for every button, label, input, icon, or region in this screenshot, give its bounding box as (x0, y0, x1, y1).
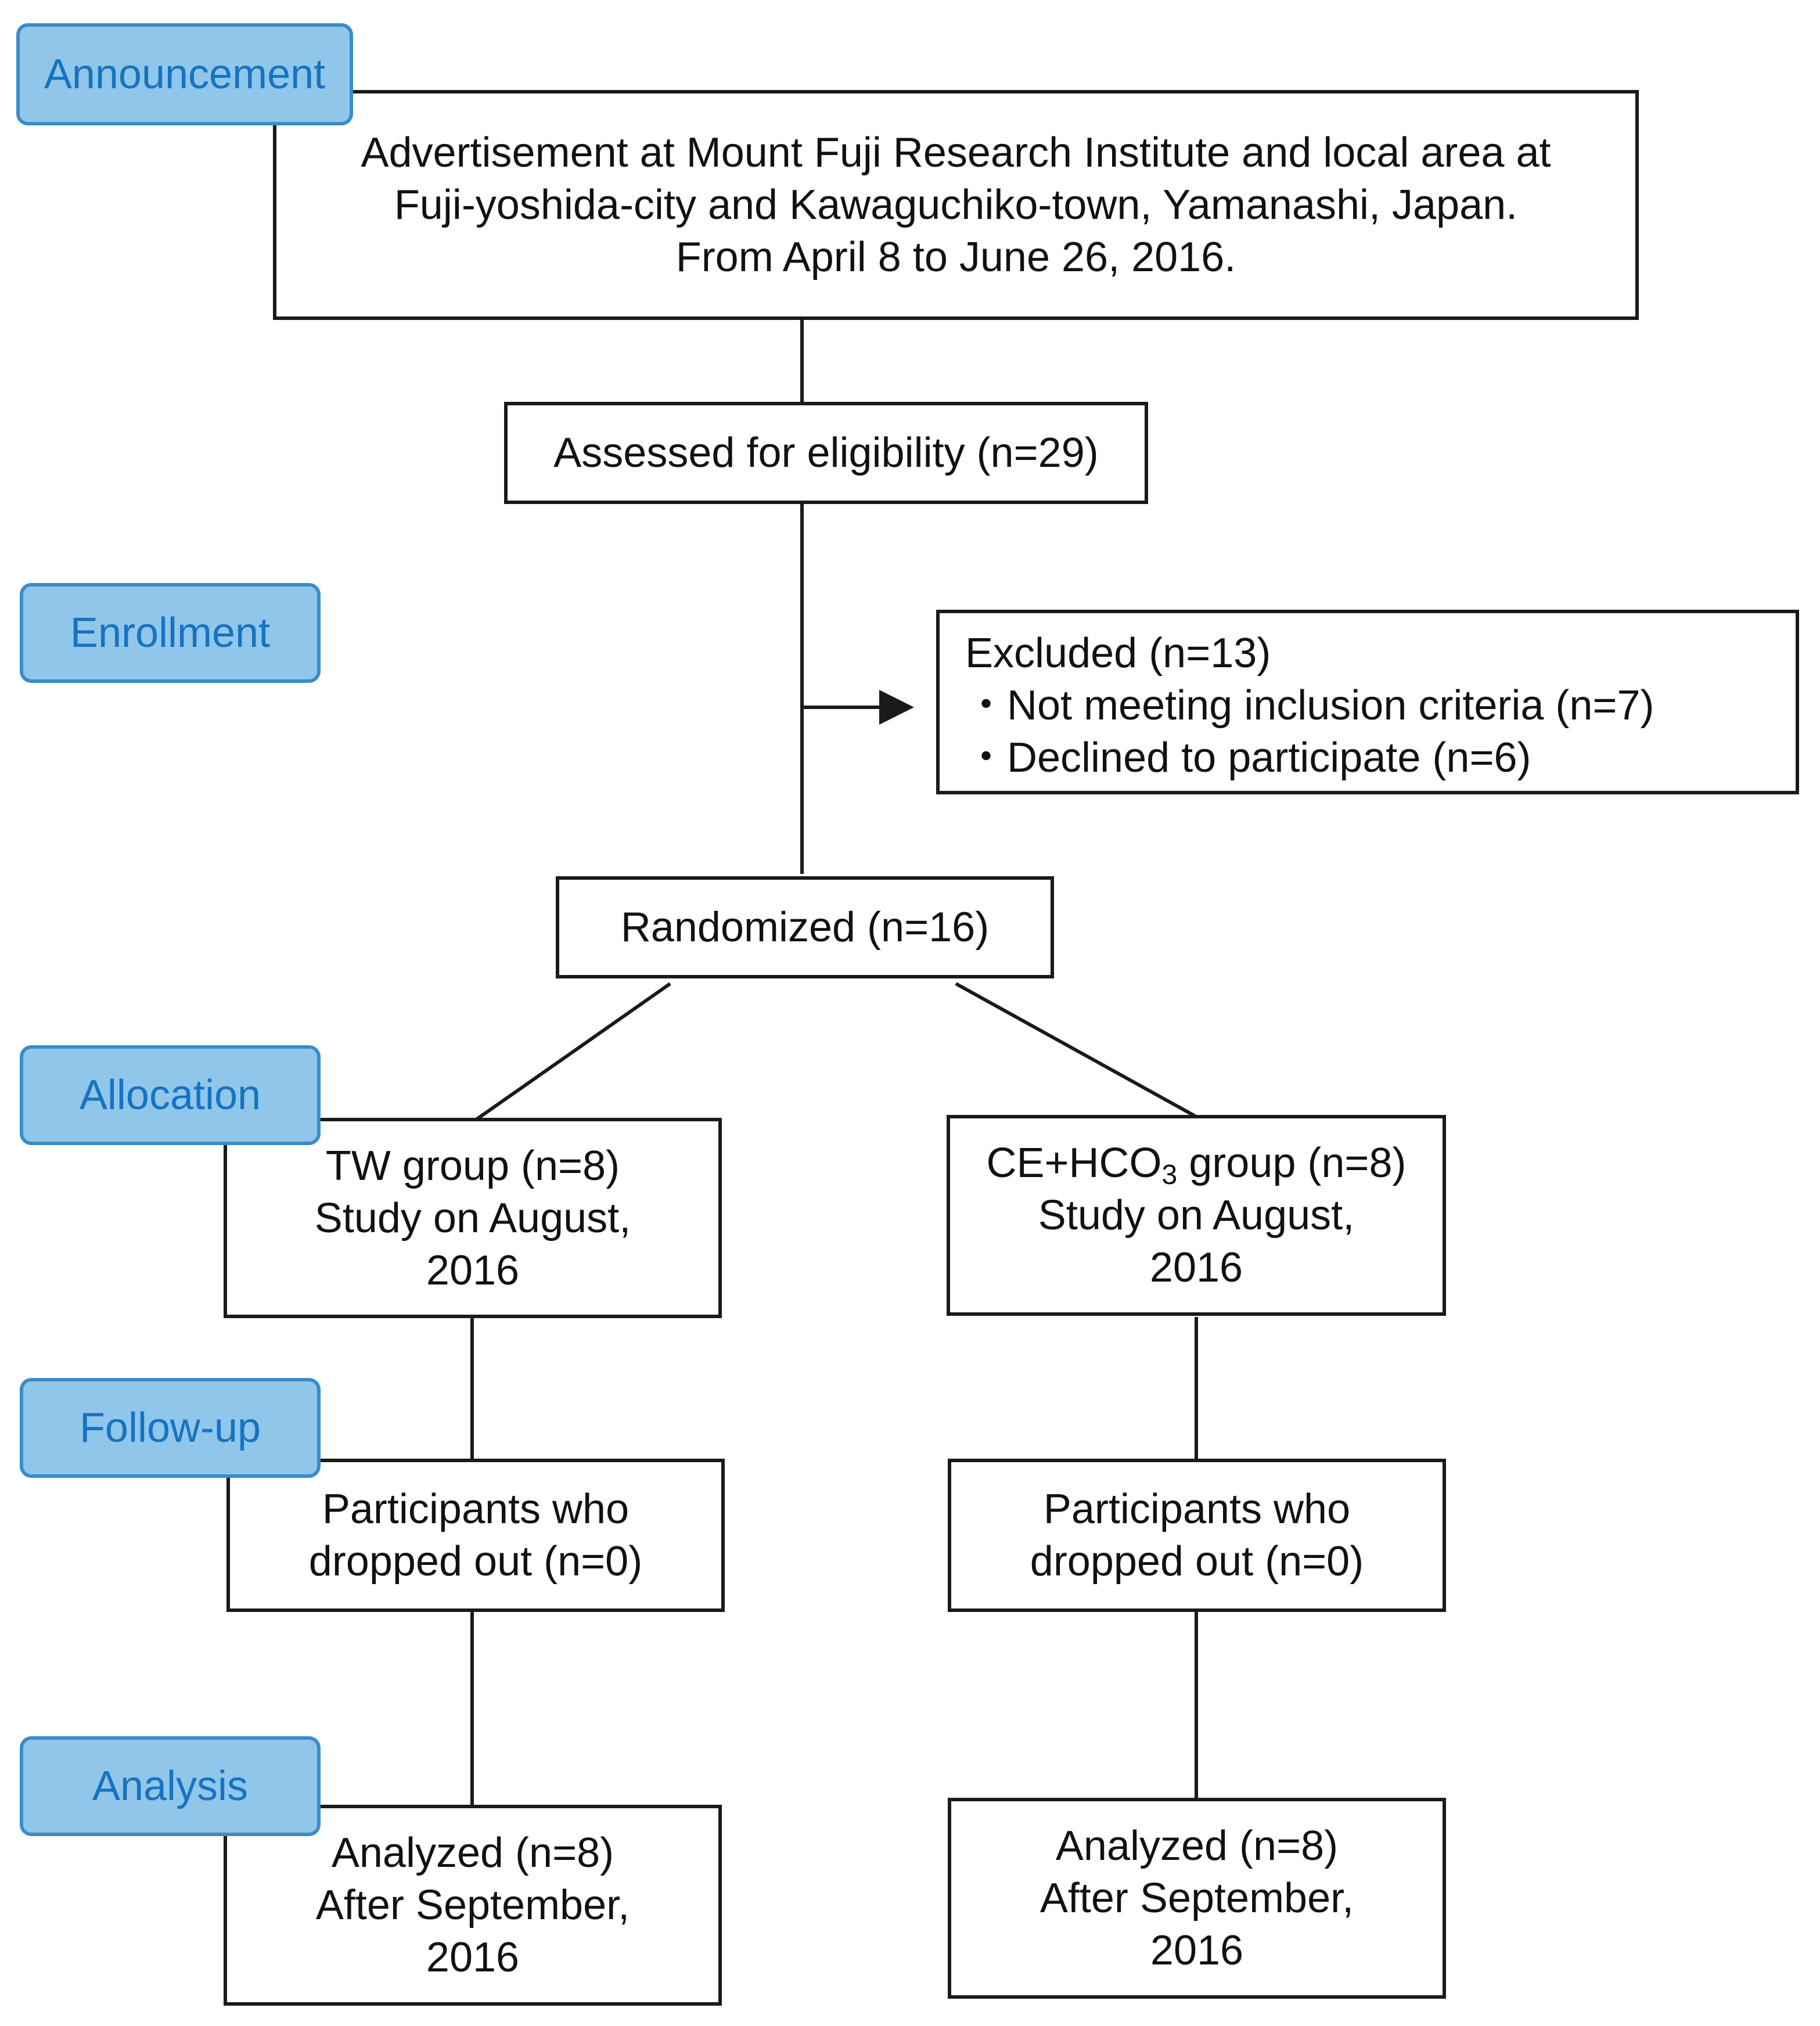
stage-label-allocation-text: Allocation (79, 1072, 261, 1118)
advertisement-line-1: Advertisement at Mount Fuji Research Ins… (361, 129, 1551, 176)
ce-dropout-line-1: Participants who (1043, 1486, 1351, 1532)
tw-analyzed-line-3: 2016 (426, 1934, 520, 1981)
bullet-icon: ・ (965, 735, 1008, 781)
stage-label-announcement-text: Announcement (44, 51, 326, 98)
tw-group-box: TW group (n=8) Study on August, 2016 (224, 1118, 722, 1318)
excluded-item-not-meeting-criteria: ・Not meeting inclusion criteria (n=7) (965, 679, 1796, 732)
tw-group-line-3: 2016 (426, 1247, 520, 1294)
excluded-item-1-label: Not meeting inclusion criteria (n=7) (1007, 682, 1654, 729)
tw-analyzed-line-1: Analyzed (n=8) (331, 1830, 614, 1876)
advertisement-line-2: Fuji-yoshida-city and Kawaguchiko-town, … (394, 182, 1518, 228)
tw-analyzed-box: Analyzed (n=8) After September, 2016 (224, 1805, 722, 2006)
ce-analyzed-line-3: 2016 (1150, 1927, 1244, 1974)
assessed-box: Assessed for eligibility (n=29) (504, 402, 1148, 504)
ce-group-box: CE+HCO3 group (n=8) Study on August, 201… (947, 1115, 1446, 1316)
randomized-box: Randomized (n=16) (556, 876, 1054, 978)
advertisement-box: Advertisement at Mount Fuji Research Ins… (273, 90, 1639, 320)
bullet-icon: ・ (965, 682, 1008, 729)
ce-dropout-line-2: dropped out (n=0) (1030, 1538, 1364, 1585)
ce-group-line-3: 2016 (1149, 1244, 1243, 1291)
tw-dropout-box: Participants who dropped out (n=0) (226, 1459, 725, 1612)
excluded-box: Excluded (n=13) ・Not meeting inclusion c… (936, 610, 1799, 794)
tw-dropout-line-2: dropped out (n=0) (308, 1538, 643, 1585)
ce-group-line-1: CE+HCO3 group (n=8) (986, 1137, 1406, 1189)
ce-group-name-subscript: 3 (1161, 1160, 1178, 1190)
ce-group-name-suffix: group (n=8) (1177, 1140, 1407, 1186)
ce-dropout-box: Participants who dropped out (n=0) (948, 1459, 1446, 1612)
stage-label-announcement: Announcement (16, 23, 353, 125)
excluded-item-declined: ・Declined to participate (n=6) (965, 732, 1796, 784)
excluded-item-2-label: Declined to participate (n=6) (1007, 735, 1531, 781)
connector-randomized-to-ce-group (955, 982, 1196, 1118)
stage-label-enrollment-text: Enrollment (70, 610, 271, 656)
ce-analyzed-box: Analyzed (n=8) After September, 2016 (948, 1798, 1446, 1999)
excluded-title: Excluded (n=13) (965, 630, 1271, 676)
stage-label-analysis-text: Analysis (92, 1763, 249, 1809)
stage-label-follow-up: Follow-up (20, 1378, 321, 1478)
stage-label-follow-up-text: Follow-up (79, 1405, 261, 1451)
ce-analyzed-line-2: After September, (1040, 1875, 1354, 1921)
tw-group-line-2: Study on August, (314, 1194, 631, 1241)
stage-label-enrollment: Enrollment (20, 583, 321, 683)
stage-label-allocation: Allocation (20, 1045, 321, 1145)
stage-label-analysis: Analysis (20, 1736, 321, 1836)
tw-dropout-line-1: Participants who (322, 1486, 630, 1532)
ce-group-line-2: Study on August, (1038, 1192, 1355, 1239)
tw-group-line-1: TW group (n=8) (325, 1142, 620, 1189)
ce-group-name-prefix: CE+HCO (986, 1140, 1162, 1186)
advertisement-line-3: From April 8 to June 26, 2016. (675, 234, 1236, 280)
connector-randomized-to-tw-group (475, 982, 671, 1121)
assessed-label: Assessed for eligibility (n=29) (553, 430, 1099, 476)
ce-analyzed-line-1: Analyzed (n=8) (1055, 1823, 1339, 1869)
tw-analyzed-line-2: After September, (315, 1882, 630, 1928)
randomized-label: Randomized (n=16) (620, 904, 990, 951)
